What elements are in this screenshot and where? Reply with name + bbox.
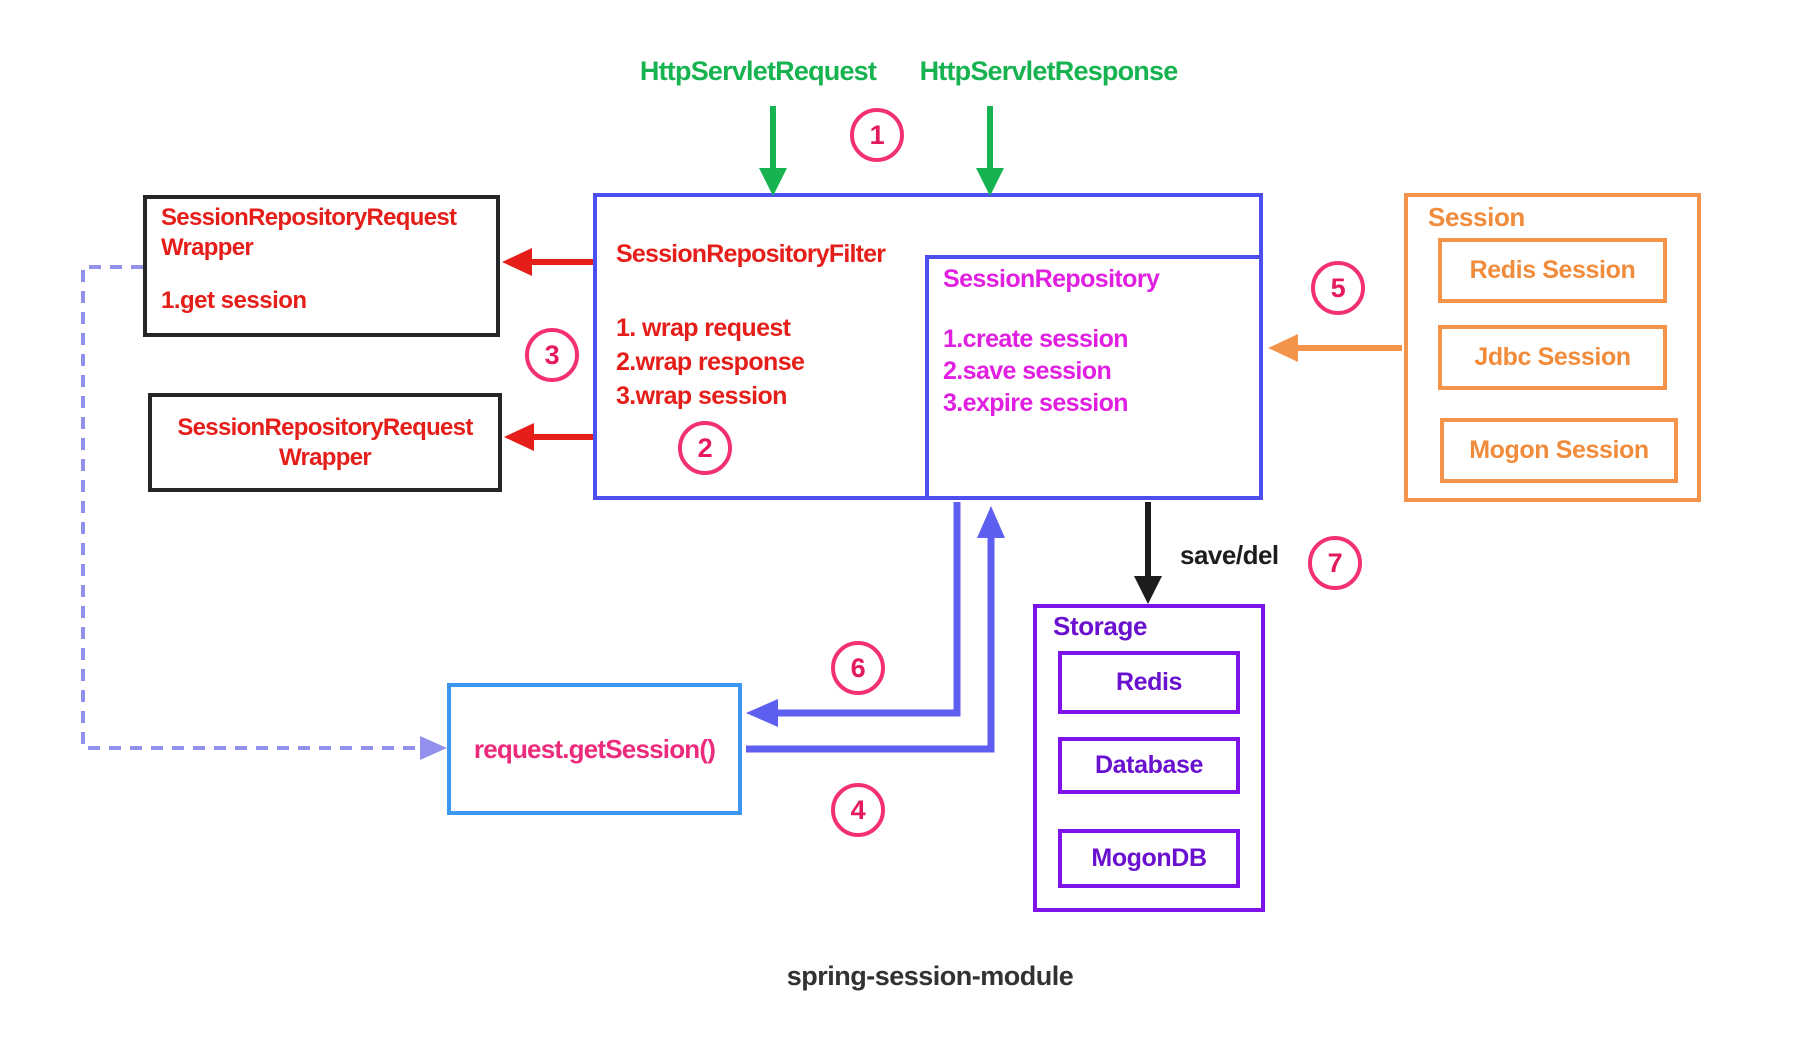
step-badge-5: 5: [1311, 261, 1365, 315]
step-badge-2: 2: [678, 421, 732, 475]
jdbc-session-box: Jdbc Session: [1438, 325, 1667, 390]
mogondb-storage-box: MogonDB: [1058, 829, 1240, 888]
request-get-session-label: request.getSession(): [473, 733, 716, 764]
filter-items: 1. wrap request 2.wrap response 3.wrap s…: [616, 311, 805, 413]
request-get-session-box: request.getSession(): [447, 683, 742, 815]
wrapper-top-title-line2: Wrapper: [161, 234, 254, 261]
wrap-response-arrow: [504, 423, 593, 451]
session-repository-box: SessionRepository 1.create session 2.sav…: [925, 255, 1263, 500]
repository-item: 2.save session: [943, 357, 1112, 385]
session-box-title: Session: [1428, 202, 1525, 232]
redis-session-box: Redis Session: [1438, 238, 1667, 303]
filter-item: 2.wrap response: [616, 348, 805, 376]
get-session-return-arrow: [746, 502, 961, 727]
storage-title: Storage: [1053, 611, 1148, 641]
database-storage-box: Database: [1058, 737, 1240, 794]
step-badge-3: 3: [525, 328, 579, 382]
step-badge-6: 6: [831, 641, 885, 695]
save-del-arrow: [1134, 502, 1162, 604]
session-impl-arrow: [1268, 334, 1402, 362]
wrapper-top-title: SessionRepositoryRequest Wrapper: [161, 203, 457, 263]
repository-item: 3.expire session: [943, 389, 1129, 417]
http-request-arrow: [759, 106, 787, 196]
step-badge-1: 1: [850, 108, 904, 162]
storage-box: Storage Redis Database MogonDB: [1033, 604, 1265, 912]
mogon-session-box: Mogon Session: [1440, 418, 1678, 483]
session-implementations-box: Session Redis Session Jdbc Session Mogon…: [1404, 193, 1701, 502]
wrapper-to-getsession-dashed-arrow: [81, 265, 447, 760]
diagram-caption: spring-session-module: [786, 961, 1074, 991]
http-response-arrow: [976, 106, 1004, 196]
wrapper-top-title-line1: SessionRepositoryRequest: [161, 204, 457, 231]
wrap-request-arrow: [502, 248, 593, 276]
step-badge-4: 4: [831, 783, 885, 837]
repository-item: 1.create session: [943, 325, 1129, 353]
redis-storage-box: Redis: [1058, 651, 1240, 714]
session-repository-request-wrapper-box-top: SessionRepositoryRequest Wrapper 1.get s…: [143, 195, 500, 337]
http-servlet-response-label: HttpServletResponse: [919, 56, 1179, 86]
wrapper-top-item: 1.get session: [161, 287, 307, 314]
filter-item: 1. wrap request: [616, 314, 791, 342]
get-session-call-arrow: [746, 506, 1005, 753]
wrapper-bottom-title-line1: SessionRepositoryRequest: [177, 413, 473, 441]
wrapper-bottom-title-line2: Wrapper: [278, 443, 372, 471]
repository-title: SessionRepository: [943, 265, 1160, 293]
session-repository-request-wrapper-box-bottom: SessionRepositoryRequest Wrapper: [148, 393, 502, 492]
filter-title: SessionRepositoryFilter: [616, 240, 886, 268]
repository-items: 1.create session 2.save session 3.expire…: [943, 323, 1129, 419]
save-del-label: save/del: [1180, 540, 1279, 570]
step-badge-7: 7: [1308, 536, 1362, 590]
filter-item: 3.wrap session: [616, 382, 787, 410]
http-servlet-request-label: HttpServletRequest: [639, 56, 877, 86]
